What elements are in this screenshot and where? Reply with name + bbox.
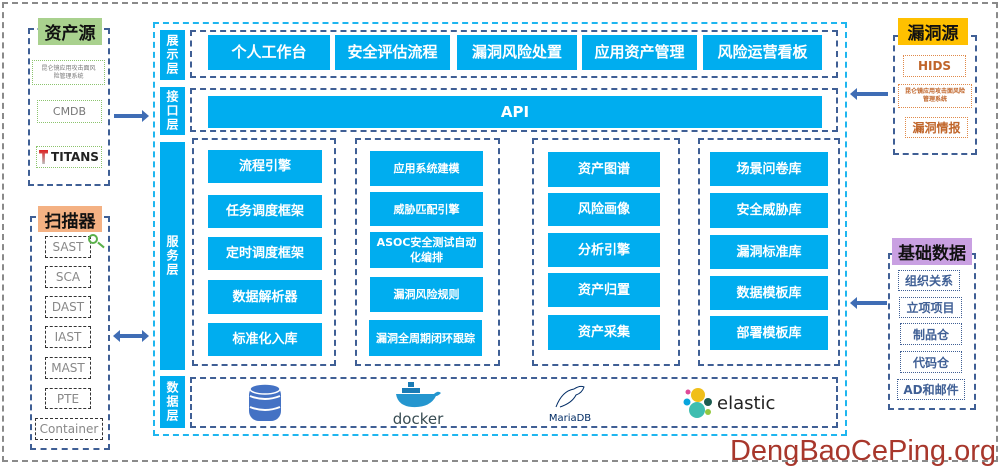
mariadb-logo: MariaDB [540, 383, 600, 425]
service-item[interactable]: 资产归置 [548, 273, 660, 307]
arrow-head [142, 330, 149, 342]
arrow-head [142, 110, 149, 122]
service-item[interactable]: 数据解析器 [208, 280, 322, 314]
service-item[interactable]: 场景问卷库 [710, 152, 828, 186]
service-item[interactable]: 安全威胁库 [710, 193, 828, 228]
service-item[interactable]: 资产采集 [548, 315, 660, 350]
docker-label: docker [392, 410, 444, 428]
vuln-source-hids: HIDS [903, 55, 966, 77]
service-item[interactable]: 定时调度框架 [208, 237, 322, 270]
interface-group [190, 88, 838, 132]
platform-frame [153, 22, 847, 436]
service-item[interactable]: 威胁匹配引擎 [370, 192, 483, 226]
service-column-1 [192, 138, 336, 366]
presentation-item[interactable]: 应用资产管理 [582, 35, 697, 70]
elastic-icon [683, 388, 712, 418]
base-data-item: 代码仓 [900, 351, 962, 373]
layer-interface: 接口层 [160, 87, 185, 135]
layer-service: 服务层 [160, 142, 185, 370]
layer-data: 数据层 [160, 376, 185, 428]
service-item[interactable]: 应用系统建模 [370, 151, 483, 186]
asset-source-kunlun: 昆仑镜应用攻击面风险管理系统 [32, 60, 105, 85]
elastic-logo: elastic [683, 387, 775, 419]
service-item[interactable]: 分析引擎 [548, 233, 660, 267]
service-column-2 [355, 138, 500, 366]
docker-whale-icon [396, 382, 441, 408]
docker-logo: docker [388, 382, 448, 428]
presentation-item[interactable]: 漏洞风险处置 [457, 35, 577, 70]
double-arrow-icon [120, 334, 142, 338]
scanner-dast: DAST [45, 296, 91, 318]
base-data-item: 立项项目 [899, 297, 962, 318]
titans-logo-icon [39, 150, 49, 164]
data-group [190, 377, 838, 428]
asset-source-title: 资产源 [38, 18, 102, 45]
asset-source-titans: TITANS [36, 146, 102, 168]
scanner-title: 扫描器 [38, 206, 102, 232]
service-item[interactable]: 标准化入库 [208, 323, 322, 356]
mariadb-seal-icon [555, 385, 585, 408]
arrow-head [850, 297, 857, 309]
scanner-pte: PTE [45, 388, 91, 409]
base-data-title: 基础数据 [892, 238, 972, 265]
arrow-head [850, 88, 857, 100]
base-data-item: 组织关系 [898, 270, 960, 291]
arrow-head [113, 330, 120, 342]
service-item[interactable]: 部署模板库 [710, 316, 828, 350]
service-item[interactable]: 漏洞风险规则 [370, 277, 483, 312]
layer-presentation: 展示层 [160, 30, 185, 80]
database-icon [249, 383, 281, 421]
api-bar[interactable]: API [208, 96, 822, 128]
outer-frame [2, 2, 998, 462]
mariadb-label: MariaDB [548, 413, 592, 424]
vuln-source-intel: 漏洞情报 [905, 117, 968, 138]
scanner-container: Container [35, 418, 103, 440]
service-item[interactable]: ASOC安全测试自动化编排 [370, 232, 483, 268]
scanner-mast: MAST [45, 357, 91, 379]
service-item[interactable]: 资产图谱 [548, 152, 660, 187]
service-item[interactable]: 任务调度框架 [208, 195, 322, 228]
service-item[interactable]: 漏洞标准库 [710, 235, 828, 269]
service-item[interactable]: 风险画像 [548, 193, 660, 226]
base-data-item: AD和邮件 [897, 379, 965, 400]
base-data-item: 制品仓 [900, 323, 962, 345]
arrow-right-icon [114, 114, 142, 118]
asset-source-cmdb: CMDB [37, 100, 102, 123]
service-item[interactable]: 漏洞全周期闭环跟踪 [369, 320, 482, 356]
vuln-source-title: 漏洞源 [898, 18, 968, 45]
scanner-sca: SCA [45, 266, 91, 288]
watermark: DengBaoCePing.org [729, 435, 996, 467]
scanner-iast: IAST [45, 326, 91, 348]
service-item[interactable]: 流程引擎 [208, 150, 322, 183]
presentation-group [190, 30, 838, 78]
arrow-left-icon [857, 301, 887, 305]
service-item[interactable]: 数据模板库 [710, 276, 828, 310]
magnifier-icon [88, 234, 98, 244]
presentation-item[interactable]: 个人工作台 [208, 35, 330, 70]
arrow-left-icon [857, 92, 888, 96]
presentation-item[interactable]: 安全评估流程 [335, 35, 450, 70]
presentation-item[interactable]: 风险运营看板 [703, 35, 822, 70]
service-column-4 [698, 138, 840, 366]
scanner-sast: SAST [45, 236, 91, 258]
vuln-source-kunlun: 昆仑镜应用攻击面风险管理系统 [898, 84, 972, 108]
service-column-3 [532, 138, 680, 366]
elastic-label: elastic [717, 392, 776, 414]
